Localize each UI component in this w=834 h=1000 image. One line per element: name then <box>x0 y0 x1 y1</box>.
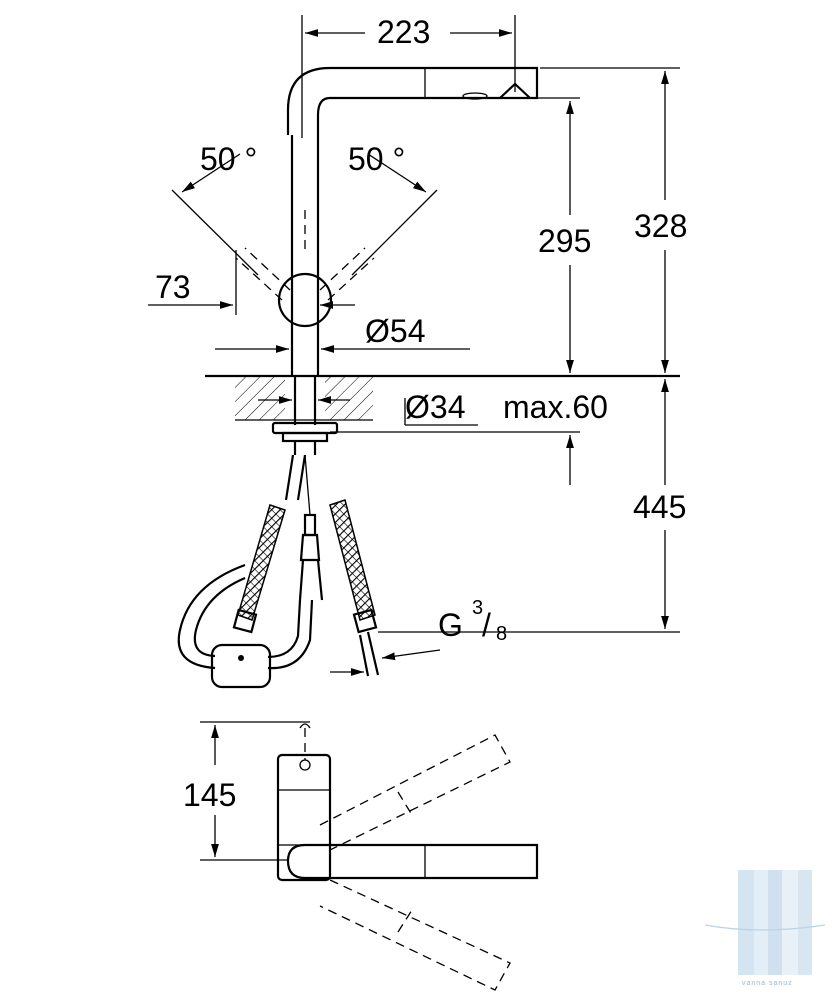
spout-top <box>286 843 539 880</box>
supply-hose-left <box>237 504 286 621</box>
front-view <box>148 15 680 689</box>
pull-out-hose <box>284 454 307 501</box>
dim-total-height: 328 <box>634 208 687 244</box>
watermark-text: vanna sanuz <box>742 980 793 987</box>
dim-max-thickness: max.60 <box>503 389 608 425</box>
hose-weight <box>210 643 272 689</box>
swivel-ghost-down <box>319 879 511 991</box>
dim-offset: 73 <box>155 269 191 305</box>
dim-angle-left: 50 ° <box>200 141 257 177</box>
lever-swing-right <box>319 247 375 301</box>
lever-circle <box>277 272 333 328</box>
supply-hose-right <box>329 499 376 621</box>
spout-outline <box>286 66 539 135</box>
dim-angle-right: 50 ° <box>348 141 405 177</box>
dim-thread-slash: / <box>482 607 491 643</box>
lever-swing-left <box>235 247 291 301</box>
dim-top-depth: 145 <box>183 777 236 813</box>
top-view <box>200 721 539 991</box>
dim-spout-height: 295 <box>538 223 591 259</box>
dim-hose-length: 445 <box>633 489 686 525</box>
dim-thread-numerator: 3 <box>472 597 483 619</box>
swivel-ghost-up <box>319 734 511 851</box>
mounting-nut <box>271 421 339 435</box>
dim-hole-diameter: Ø34 <box>405 389 465 425</box>
dim-body-diameter: Ø54 <box>365 313 425 349</box>
watermark-logo: vanna sanuz <box>704 870 826 987</box>
dim-thread: G <box>438 607 463 643</box>
dim-thread-denominator: 8 <box>496 623 507 645</box>
body-top <box>276 753 332 882</box>
dim-spout-reach: 223 <box>377 14 430 50</box>
